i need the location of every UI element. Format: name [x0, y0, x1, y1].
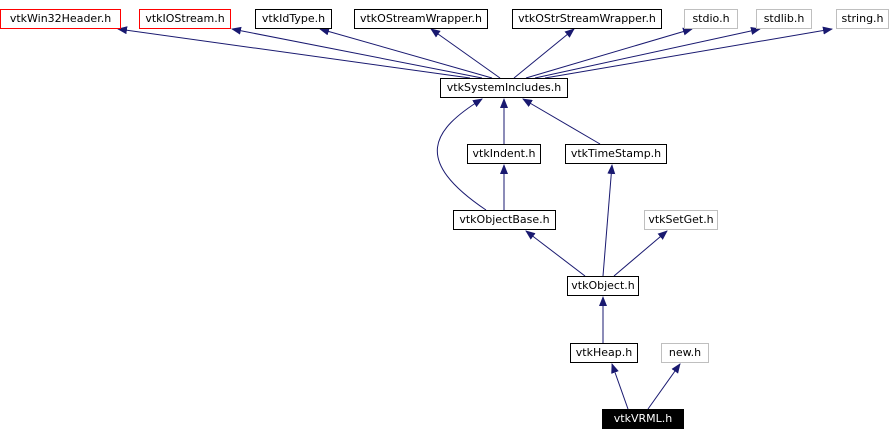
node-vtkidtype[interactable]: vtkIdType.h — [255, 9, 332, 29]
edge-systemincludes-win32 — [117, 26, 471, 79]
node-new: new.h — [661, 343, 709, 363]
node-vtkiostream[interactable]: vtkIOStream.h — [139, 9, 231, 29]
node-vtkostrstreamwrapper[interactable]: vtkOStrStreamWrapper.h — [512, 9, 662, 29]
node-vtkobject[interactable]: vtkObject.h — [567, 276, 639, 296]
edge-vrml-heap — [611, 363, 629, 410]
edge-systemincludes-idtype — [319, 27, 493, 79]
edge-object-objectbase — [525, 230, 586, 277]
edge-systemincludes-string — [544, 26, 833, 79]
node-vtksystemincludes[interactable]: vtkSystemIncludes.h — [440, 78, 568, 98]
edge-timestamp-systemincludes — [522, 98, 601, 145]
node-vtkostreamwrapper[interactable]: vtkOStreamWrapper.h — [354, 9, 488, 29]
node-vtkindent[interactable]: vtkIndent.h — [467, 144, 541, 164]
edge-systemincludes-ostreamwrapper — [430, 28, 501, 79]
edge-object-setget — [613, 230, 668, 277]
node-vtkvrml-focus: vtkVRML.h — [602, 409, 684, 429]
edge-vrml-new — [647, 363, 681, 410]
edge-systemincludes-stdlib — [534, 27, 761, 79]
edge-systemincludes-stdio — [525, 27, 693, 79]
node-vtktimestamp[interactable]: vtkTimeStamp.h — [565, 144, 667, 164]
node-stdio: stdio.h — [684, 9, 738, 29]
node-string: string.h — [836, 9, 889, 29]
node-vtkobjectbase[interactable]: vtkObjectBase.h — [453, 210, 556, 230]
edge-object-timestamp — [602, 164, 616, 277]
edge-objectbase-systemincludes — [437, 98, 487, 211]
edge-systemincludes-ostrstreamwrapper — [513, 28, 575, 79]
node-vtksetget: vtkSetGet.h — [644, 210, 718, 230]
node-stdlib: stdlib.h — [756, 9, 812, 29]
node-vtkheap[interactable]: vtkHeap.h — [570, 343, 638, 363]
edge-systemincludes-iostream — [231, 26, 483, 79]
node-vtkwin32header[interactable]: vtkWin32Header.h — [0, 9, 121, 29]
